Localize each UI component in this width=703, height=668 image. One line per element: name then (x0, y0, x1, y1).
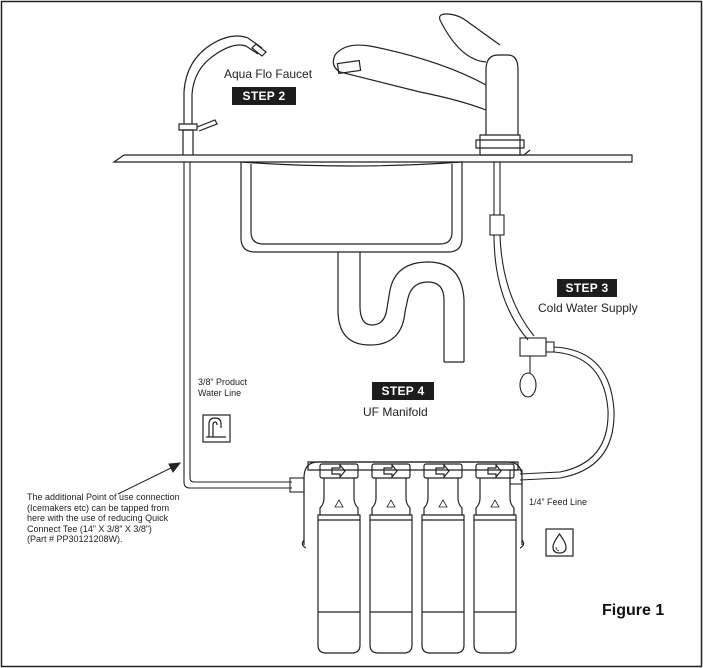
uf-manifold (301, 461, 525, 549)
cold-water-supply-line (489, 162, 555, 398)
product-water-line-label: 3/8” Product Water Line (198, 377, 248, 398)
product-water-line (183, 162, 305, 493)
note-pointer-arrow (117, 462, 182, 495)
aqua-flo-faucet (178, 35, 267, 155)
kitchen-faucet (332, 13, 531, 156)
drain-p-trap (337, 252, 465, 363)
figure-caption: Figure 1 (602, 602, 665, 619)
uf-manifold-label: UF Manifold (363, 405, 428, 419)
feed-line (509, 346, 615, 485)
filter-cartridge-4 (473, 463, 517, 654)
aqua-flo-faucet-label: Aqua Flo Faucet (224, 67, 313, 81)
water-drop-icon (545, 528, 574, 557)
filter-cartridges (317, 463, 517, 654)
countertop (112, 154, 633, 163)
faucet-icon (202, 414, 231, 443)
filter-cartridge-3 (421, 463, 465, 654)
filter-cartridge-2 (369, 463, 413, 654)
sink-basin (240, 161, 463, 253)
step-3-badge: STEP 3 (557, 279, 617, 297)
feed-line-label: 1/4” Feed Line (529, 497, 588, 507)
step-4-badge: STEP 4 (372, 382, 434, 400)
additional-connection-note: The additional Point of use connection (… (27, 492, 180, 544)
step-2-badge: STEP 2 (232, 87, 296, 105)
cold-water-supply-label: Cold Water Supply (538, 301, 638, 315)
filter-cartridge-1 (317, 463, 361, 654)
